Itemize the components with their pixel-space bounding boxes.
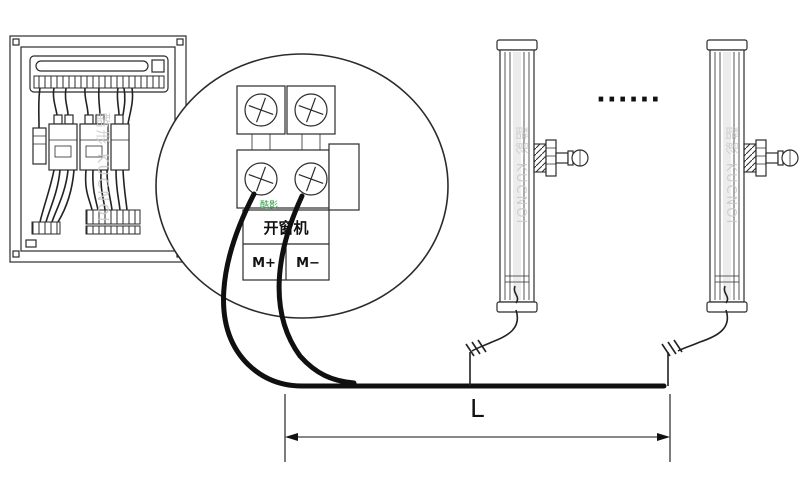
breaker: [110, 123, 130, 171]
controller-slot: [35, 60, 149, 72]
ellipsis-dots: ······: [596, 85, 661, 115]
wire: [122, 87, 126, 116]
corner-screw: [12, 250, 20, 258]
wire: [122, 169, 128, 211]
breaker-toggle: [53, 114, 63, 125]
actuator-wire-left: [471, 309, 519, 352]
wire: [115, 169, 121, 211]
terminal-screw-bottom-left: [244, 162, 278, 196]
wire: [84, 87, 89, 116]
phillips-cross: [298, 166, 324, 192]
terminal-pin-row: [85, 225, 141, 235]
wire: [64, 87, 69, 116]
wire-bundle-bottom: [39, 169, 128, 223]
terminal-screw-top-right: [294, 93, 328, 127]
junction-ticks-right: [661, 339, 683, 357]
panel-watermark: 酷形 KUCNOI: [94, 112, 112, 223]
wire: [51, 169, 69, 223]
cable-run: [221, 191, 669, 389]
phillips-cross: [248, 97, 274, 123]
wire: [39, 169, 55, 223]
din-module-lines: [33, 135, 46, 145]
arrowhead-right-icon: [657, 433, 670, 441]
breaker-window: [85, 145, 103, 158]
wire: [57, 169, 75, 223]
terminal-screw-bottom-right: [294, 162, 328, 196]
wire: [106, 169, 113, 211]
magnifier-detail: 酷影 开窗机 M+ M−: [155, 53, 449, 319]
phillips-cross: [298, 97, 324, 123]
bottom-terminal-strip: [85, 209, 141, 225]
junction-ticks-left: [465, 339, 487, 357]
dimension-label: L: [470, 394, 484, 423]
wire: [45, 169, 61, 223]
connector-stub: [25, 239, 37, 248]
wire: [127, 87, 134, 125]
control-panel: 酷形 KUCNOI: [9, 35, 187, 263]
m-minus-label: M−: [296, 256, 320, 271]
wire: [84, 169, 93, 211]
breaker-window: [54, 145, 72, 158]
actuator-left: [496, 39, 589, 313]
breaker-toggle: [84, 114, 94, 125]
breaker-toggle: [114, 114, 124, 125]
wire: [116, 87, 120, 116]
din-module: [32, 127, 47, 165]
breaker: [79, 123, 109, 171]
terminal-side-plate: [328, 143, 360, 211]
corner-screw: [12, 38, 20, 46]
wire: [100, 169, 106, 211]
actuator-wire-right: [677, 309, 729, 352]
connector-block: [31, 221, 61, 235]
cable-branch: [276, 193, 357, 386]
actuator-leads: [465, 309, 729, 357]
device-title: 开窗机: [263, 219, 308, 237]
m-plus-label: M+: [252, 256, 276, 271]
terminal-body-lines: [251, 134, 321, 150]
phillips-cross: [248, 166, 274, 192]
terminal-screw-top-left: [244, 93, 278, 127]
wire: [37, 87, 41, 129]
controller-terminal-strip: [33, 75, 165, 89]
breaker-toggle: [64, 114, 74, 125]
wire: [92, 169, 99, 211]
dimension-group: L: [284, 394, 671, 462]
green-watermark: 酷影: [260, 199, 278, 211]
actuator-right: [706, 39, 799, 313]
controller-unit: [29, 55, 169, 93]
arrowhead-left-icon: [285, 433, 298, 441]
wire-bundle-top: [37, 87, 134, 129]
wire: [52, 87, 58, 116]
breaker-row: [32, 114, 130, 171]
breaker: [48, 123, 78, 171]
wire: [97, 87, 101, 116]
cable-main: [221, 191, 667, 389]
controller-switch: [151, 59, 165, 73]
corner-screw: [176, 38, 184, 46]
